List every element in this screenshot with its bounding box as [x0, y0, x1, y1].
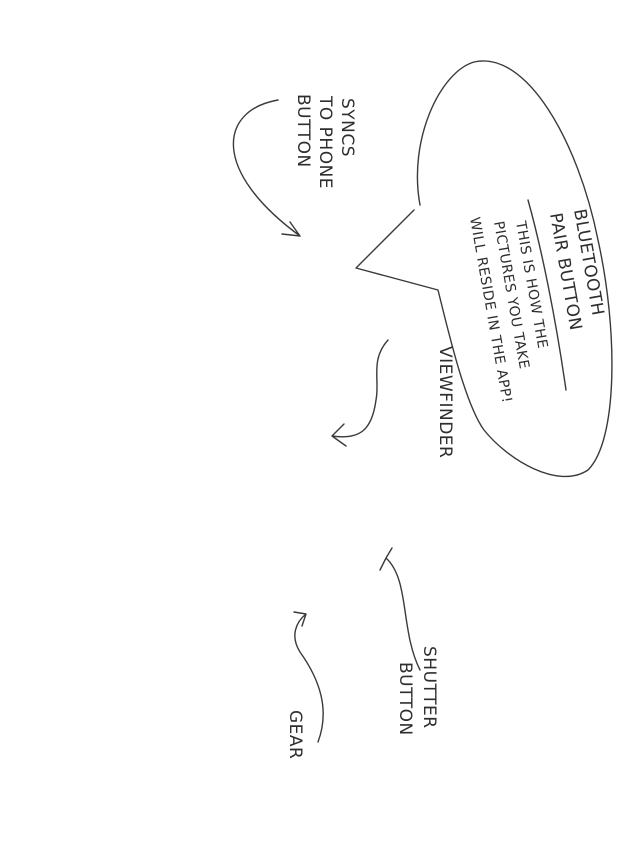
bubble-text: BLUETOOTH PAIR BUTTON THIS IS HOW THE PI…: [466, 207, 608, 404]
syncs-arrow: [232, 99, 301, 237]
syncs-label-line3: BUTTON: [293, 94, 313, 168]
syncs-label: SYNCS TO PHONE BUTTON: [293, 94, 357, 189]
speech-bubble-outline: [355, 60, 613, 478]
viewfinder-arrow: [331, 339, 389, 447]
syncs-label-line1: SYNCS: [337, 98, 357, 157]
bubble-title-underline: [527, 199, 567, 391]
speech-bubble: [355, 60, 613, 478]
gear-label: GEAR: [285, 710, 305, 759]
shutter-label-line2: BUTTON: [395, 662, 415, 736]
gear-arrow: [293, 611, 324, 743]
syncs-label-line2: TO PHONE: [315, 95, 335, 189]
shutter-arrow: [379, 547, 421, 671]
shutter-label-line1: SHUTTER: [419, 646, 439, 729]
shutter-label: SHUTTER BUTTON: [395, 646, 439, 736]
viewfinder-label: VIEWFINDER: [435, 346, 455, 458]
